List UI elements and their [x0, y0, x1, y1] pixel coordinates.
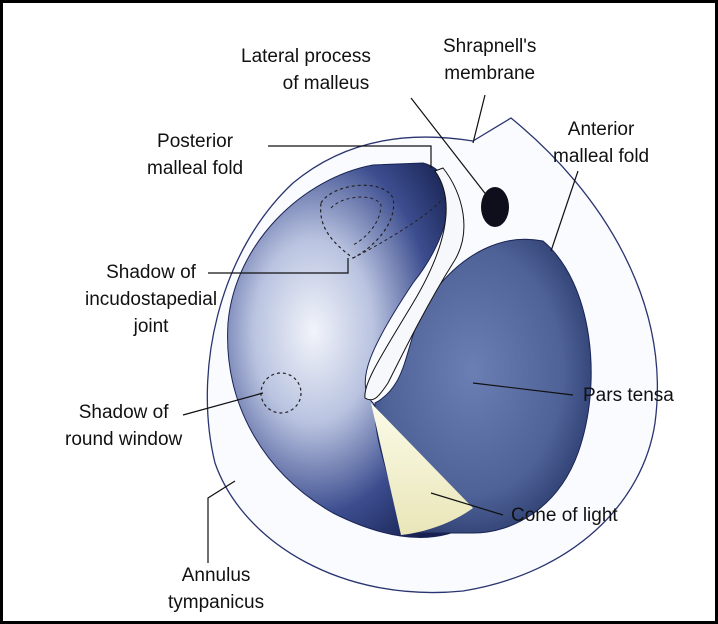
label-cone-of-light: Cone of light — [511, 505, 618, 526]
label-line: incudostapedial — [85, 289, 218, 310]
membrane-posterior — [227, 162, 474, 538]
label-incudostapedial: Shadow of incudostapedial joint — [85, 259, 217, 340]
leader-lines — [182, 94, 579, 563]
label-line: Annulus — [181, 565, 251, 586]
label-line: Posterior — [157, 131, 234, 152]
eardrum-illustration — [182, 94, 658, 594]
label-line: Shadow of — [106, 262, 196, 283]
label-lateral-process: Lateral process of malleus — [241, 43, 371, 97]
label-line: Anterior — [567, 119, 635, 140]
label-round-window: Shadow of round window — [65, 399, 182, 453]
incudostapedial-shadow — [320, 184, 395, 259]
label-line: round window — [65, 429, 183, 450]
label-line: malleal fold — [553, 146, 650, 167]
label-posterior-fold: Posterior malleal fold — [147, 128, 243, 182]
label-anterior-fold: Anterior malleal fold — [553, 116, 649, 170]
label-line: malleal fold — [147, 158, 244, 179]
cone-of-light — [371, 403, 473, 535]
label-line: membrane — [444, 63, 536, 84]
label-line: tympanicus — [168, 592, 265, 613]
malleus-handle — [364, 167, 465, 401]
label-annulus: Annulus tympanicus — [168, 562, 264, 616]
label-line: Shadow of — [78, 402, 169, 423]
label-line: of malleus — [282, 73, 370, 94]
label-line: joint — [133, 316, 169, 337]
label-line: Shrapnell's — [443, 36, 537, 57]
label-line: Lateral process — [241, 46, 371, 67]
label-shrapnell: Shrapnell's membrane — [443, 33, 536, 87]
label-pars-tensa: Pars tensa — [583, 385, 674, 406]
